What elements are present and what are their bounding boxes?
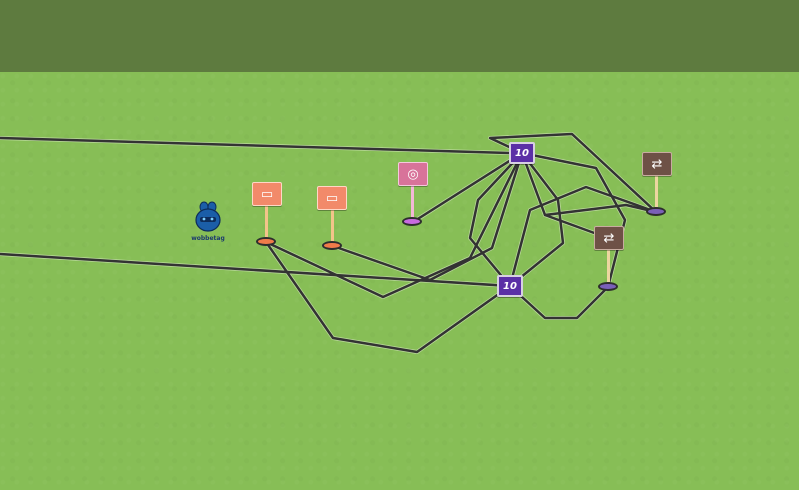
fingerprint-sign[interactable]: ◎ <box>398 162 428 186</box>
repeat-sign-1[interactable]: ⇄ <box>642 152 672 176</box>
sign-pole <box>265 204 268 240</box>
repeat-icon: ⇄ <box>651 156 663 172</box>
repeat-sign-2[interactable]: ⇄ <box>594 226 624 250</box>
folder-sign-1[interactable]: ▭ <box>252 182 282 206</box>
blue-bunny-avatar-icon[interactable] <box>193 201 223 233</box>
counter-hub-top[interactable]: 10 <box>509 142 535 164</box>
avatar-name: wobbetag <box>191 235 225 242</box>
sign-pole <box>331 208 334 242</box>
wire-folder1-loop <box>264 151 524 299</box>
sign-pole <box>411 184 414 218</box>
sign-base <box>322 241 342 250</box>
counter-value: 10 <box>503 280 517 292</box>
fingerprint-icon: ◎ <box>407 166 419 182</box>
repeat-icon: ⇄ <box>603 230 615 246</box>
counter-value: 10 <box>515 147 529 159</box>
sign-pole <box>607 249 610 282</box>
sign-base <box>256 237 276 246</box>
wire-cross-2 <box>508 185 658 288</box>
folder-sign-2[interactable]: ▭ <box>317 186 347 210</box>
sign-base <box>598 282 618 291</box>
boundary-band <box>0 0 799 72</box>
counter-hub-lower[interactable]: 10 <box>497 275 523 297</box>
sign-pole <box>655 175 658 207</box>
sign-base <box>402 217 422 226</box>
sign-base <box>646 207 666 216</box>
folder-icon: ▭ <box>260 186 274 202</box>
folder-icon: ▭ <box>325 190 339 206</box>
